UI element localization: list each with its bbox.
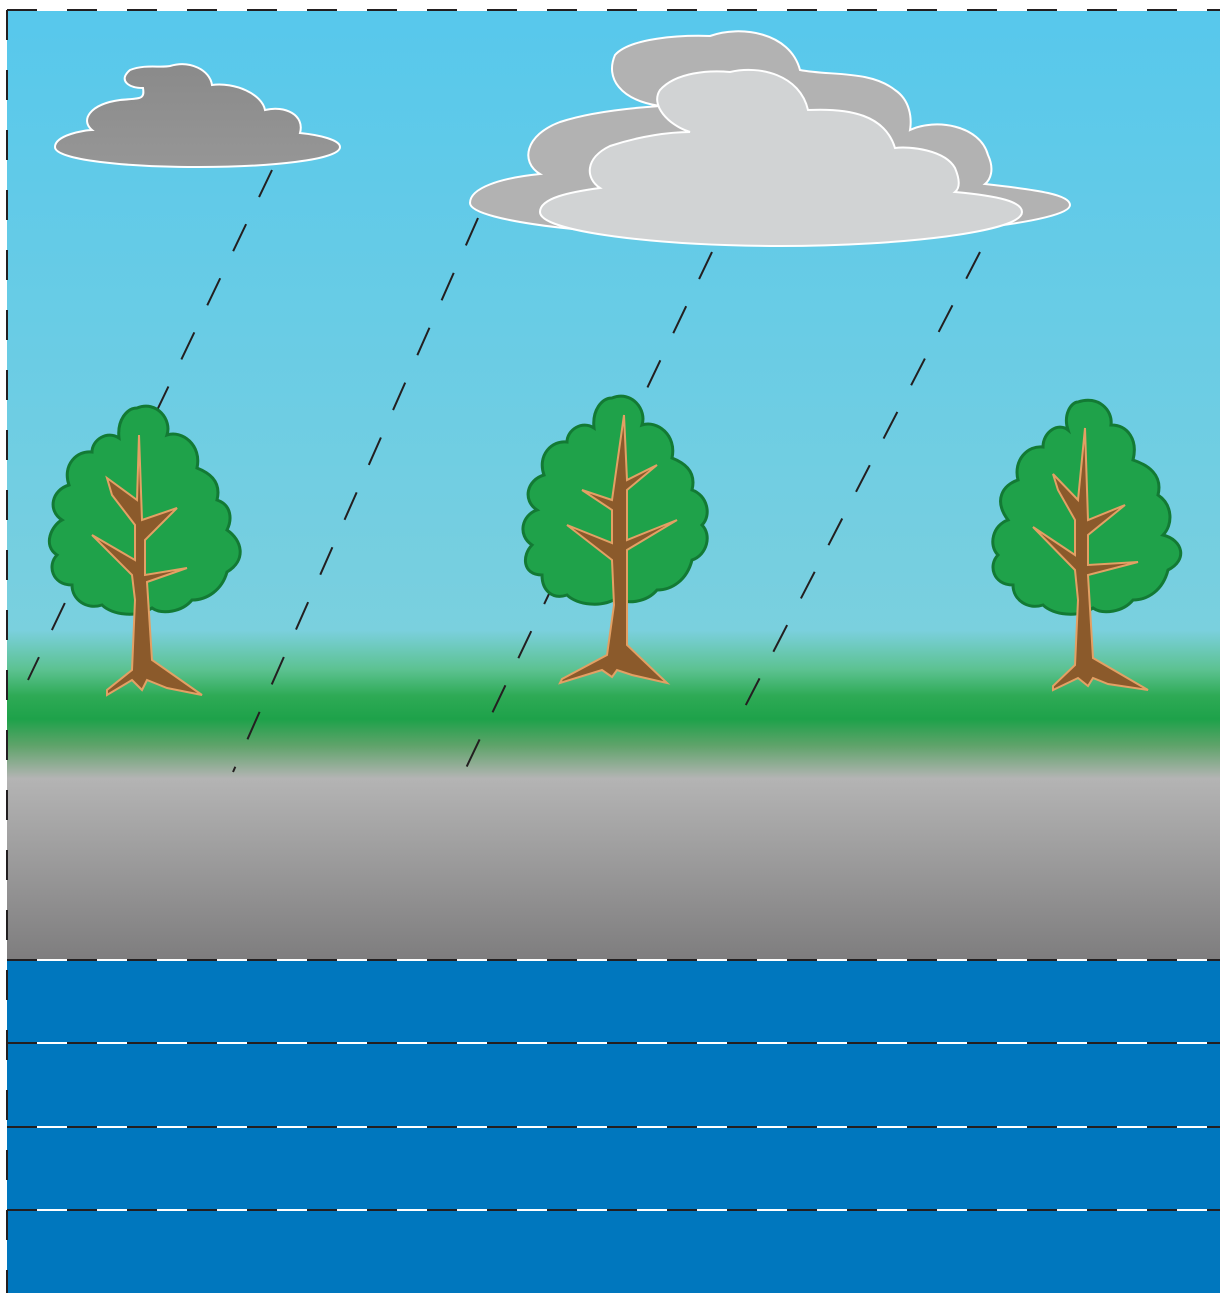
ground-surface	[7, 630, 1220, 960]
